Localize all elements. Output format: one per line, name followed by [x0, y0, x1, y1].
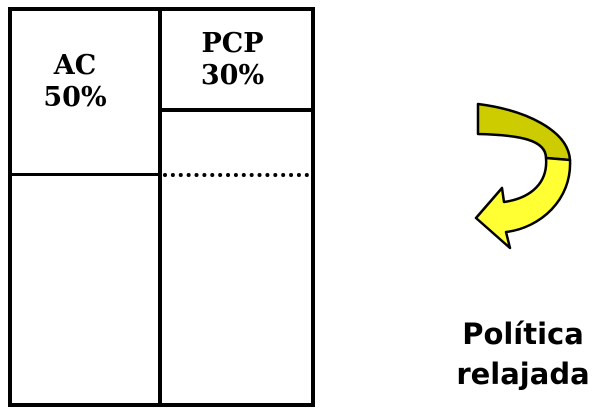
policy-caption-line2: relajada	[456, 357, 590, 391]
frame-right-border	[311, 7, 315, 407]
center-divider	[158, 7, 162, 407]
ac-name: AC	[53, 50, 97, 81]
policy-caption-line1: Política	[462, 317, 584, 351]
arrow-body	[474, 156, 572, 250]
ac-value: 50%	[43, 82, 107, 113]
dotted-divider	[163, 173, 309, 177]
curved-arrow-icon	[474, 102, 572, 250]
ac-block-bottom-line	[8, 173, 162, 176]
pcp-block-bottom-line	[158, 108, 315, 112]
policy-caption: Política relajada	[445, 314, 601, 394]
frame-left-border	[8, 7, 12, 407]
arrow-shade	[476, 102, 572, 162]
ac-label: AC 50%	[30, 50, 120, 114]
pcp-name: PCP	[201, 28, 264, 59]
pcp-label: PCP 30%	[185, 28, 280, 92]
pcp-value: 30%	[200, 60, 265, 91]
